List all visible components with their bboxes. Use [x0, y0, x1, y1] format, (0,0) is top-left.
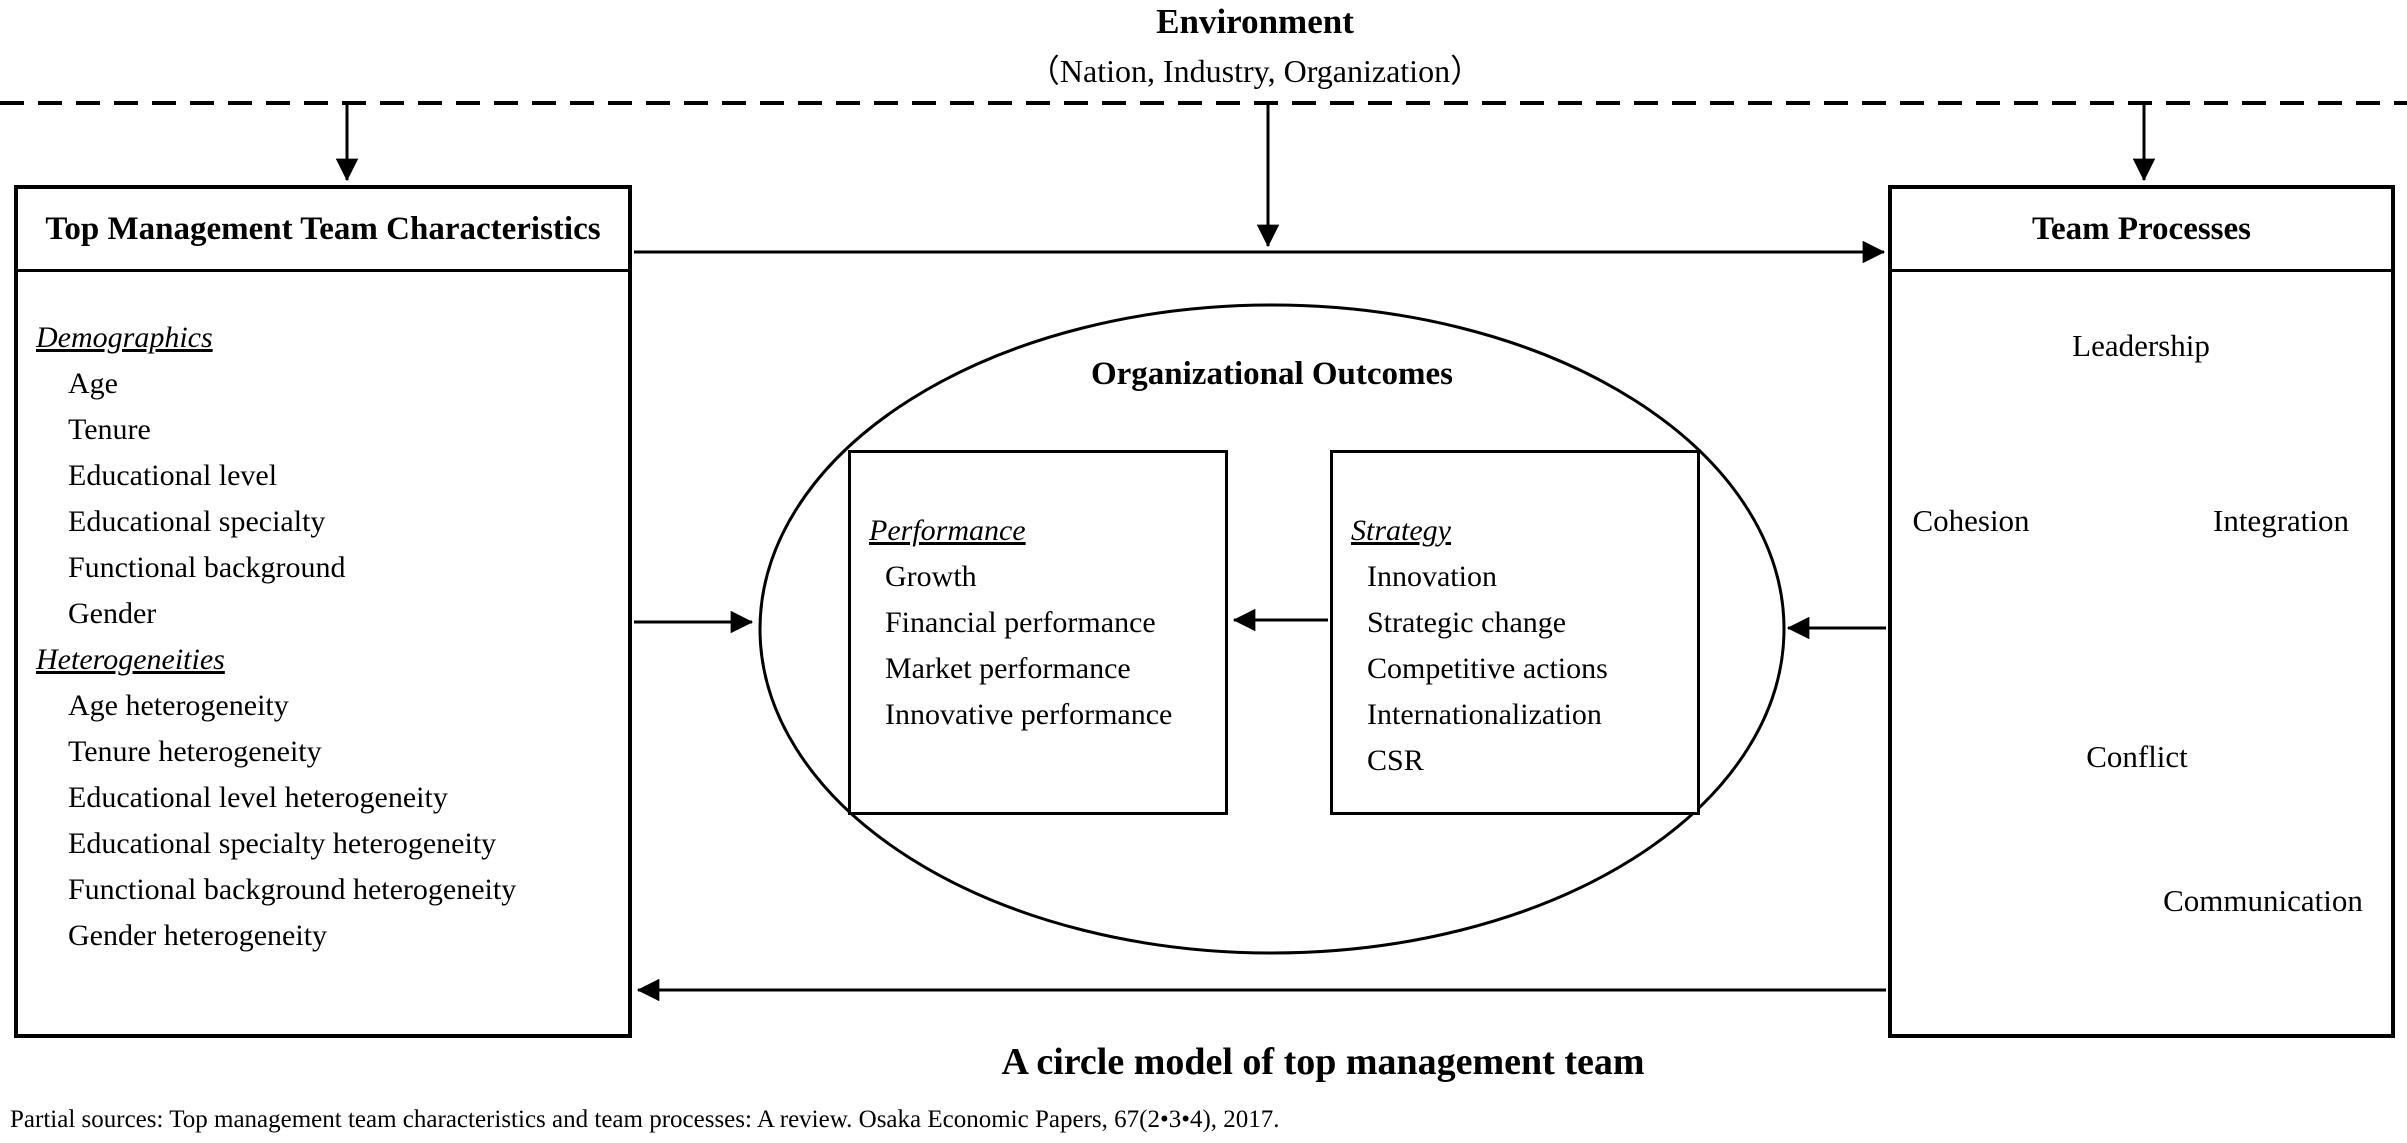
list-item: Functional background [68, 551, 346, 584]
performance-content: Performance Growth Financial performance… [869, 508, 1172, 738]
strategy-box: Strategy Innovation Strategic change Com… [1330, 450, 1700, 815]
strategy-content: Strategy Innovation Strategic change Com… [1351, 508, 1608, 784]
list-item: Functional background heterogeneity [68, 873, 517, 906]
list-item: Growth [885, 560, 977, 593]
strategy-heading: Strategy [1351, 514, 1451, 547]
source-note: Partial sources: Top management team cha… [10, 1106, 1280, 1133]
list-item: Gender [68, 597, 157, 630]
list-item: Innovation [1367, 560, 1497, 593]
performance-box: Performance Growth Financial performance… [848, 450, 1228, 815]
list-item: Market performance [885, 652, 1131, 685]
environment-subtitle: （Nation, Industry, Organization） [1027, 53, 1483, 89]
list-item: CSR [1367, 744, 1424, 777]
list-item: Age heterogeneity [68, 689, 289, 722]
section-heading-heterogeneities: Heterogeneities [36, 643, 225, 676]
list-item: Innovative performance [885, 698, 1173, 731]
list-item: Internationalization [1367, 698, 1602, 731]
team-processes-box: Team Processes [1888, 185, 2395, 1038]
list-item: Tenure [68, 413, 151, 446]
tmt-characteristics-box: Top Management Team Characteristics Demo… [14, 185, 632, 1038]
list-item: Age [68, 367, 118, 400]
team-box-title: Team Processes [1892, 189, 2391, 272]
tmt-box-content: Demographics Age Tenure Educational leve… [36, 315, 516, 959]
diagram-caption: A circle model of top management team [1001, 1041, 1645, 1083]
tmt-box-title: Top Management Team Characteristics [18, 189, 628, 272]
list-item: Educational level heterogeneity [68, 781, 448, 814]
organizational-outcomes-ellipse [758, 303, 1786, 955]
outcomes-title: Organizational Outcomes [1090, 356, 1454, 392]
list-item: Educational specialty [68, 505, 326, 538]
list-item: Educational level [68, 459, 278, 492]
environment-title: Environment [1156, 2, 1354, 41]
performance-heading: Performance [869, 514, 1026, 547]
list-item: Tenure heterogeneity [68, 735, 322, 768]
section-heading-demographics: Demographics [36, 321, 213, 354]
list-item: Financial performance [885, 606, 1156, 639]
list-item: Gender heterogeneity [68, 919, 328, 952]
list-item: Educational specialty heterogeneity [68, 827, 497, 860]
list-item: Competitive actions [1367, 652, 1608, 685]
list-item: Strategic change [1367, 606, 1567, 639]
